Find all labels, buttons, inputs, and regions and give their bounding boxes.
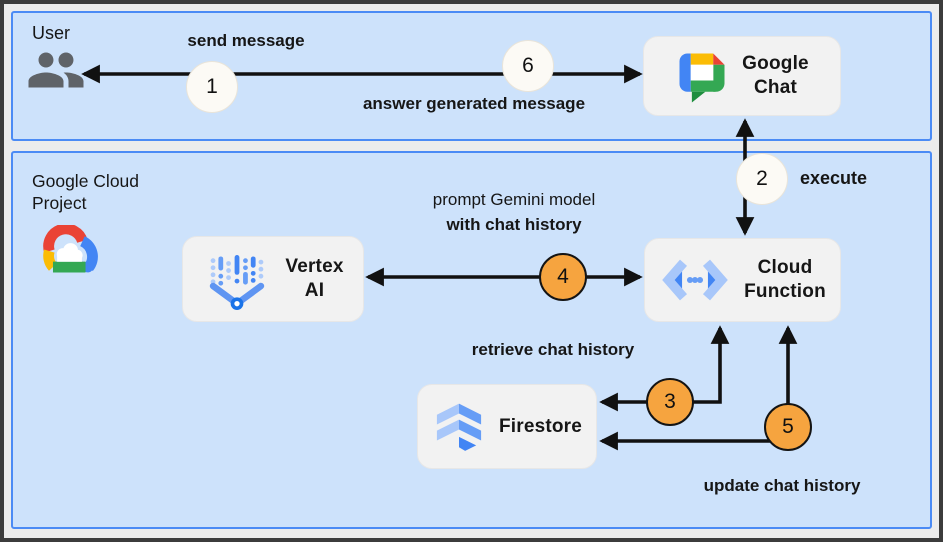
step-3-badge: 3 <box>646 378 694 426</box>
cloud-function-icon <box>659 257 731 303</box>
google-chat-label: Google Chat <box>742 53 809 98</box>
user-label: User <box>32 23 71 43</box>
answer-generated-label: answer generated message <box>362 94 586 113</box>
step-5-badge: 5 <box>764 403 812 451</box>
update-history-label: update chat history <box>703 476 861 495</box>
vertex-ai-icon <box>202 248 272 310</box>
step-1-badge: 1 <box>186 61 238 113</box>
gcp-project-label: Google Cloud Project <box>32 171 140 213</box>
cloud-function-node: Cloud Function <box>644 238 841 322</box>
prompt-gemini-label-line1: prompt Gemini model <box>432 190 596 209</box>
step-6-badge: 6 <box>502 40 554 92</box>
users-icon <box>26 40 86 105</box>
firestore-label: Firestore <box>498 415 583 437</box>
firestore-node: Firestore <box>417 384 597 469</box>
prompt-gemini-label-line2: with chat history <box>446 215 582 234</box>
google-cloud-icon <box>38 223 100 280</box>
vertex-ai-label: Vertex AI <box>285 256 344 301</box>
cloud-function-label: Cloud Function <box>744 257 826 302</box>
google-chat-icon <box>675 49 729 103</box>
retrieve-history-label: retrieve chat history <box>471 340 635 359</box>
execute-label: execute <box>800 168 868 188</box>
step-2-badge: 2 <box>736 153 788 205</box>
firestore-icon <box>432 397 486 457</box>
step-4-badge: 4 <box>539 253 587 301</box>
vertex-ai-node: Vertex AI <box>182 236 364 322</box>
google-chat-node: Google Chat <box>643 36 841 116</box>
send-message-label: send message <box>187 31 305 50</box>
